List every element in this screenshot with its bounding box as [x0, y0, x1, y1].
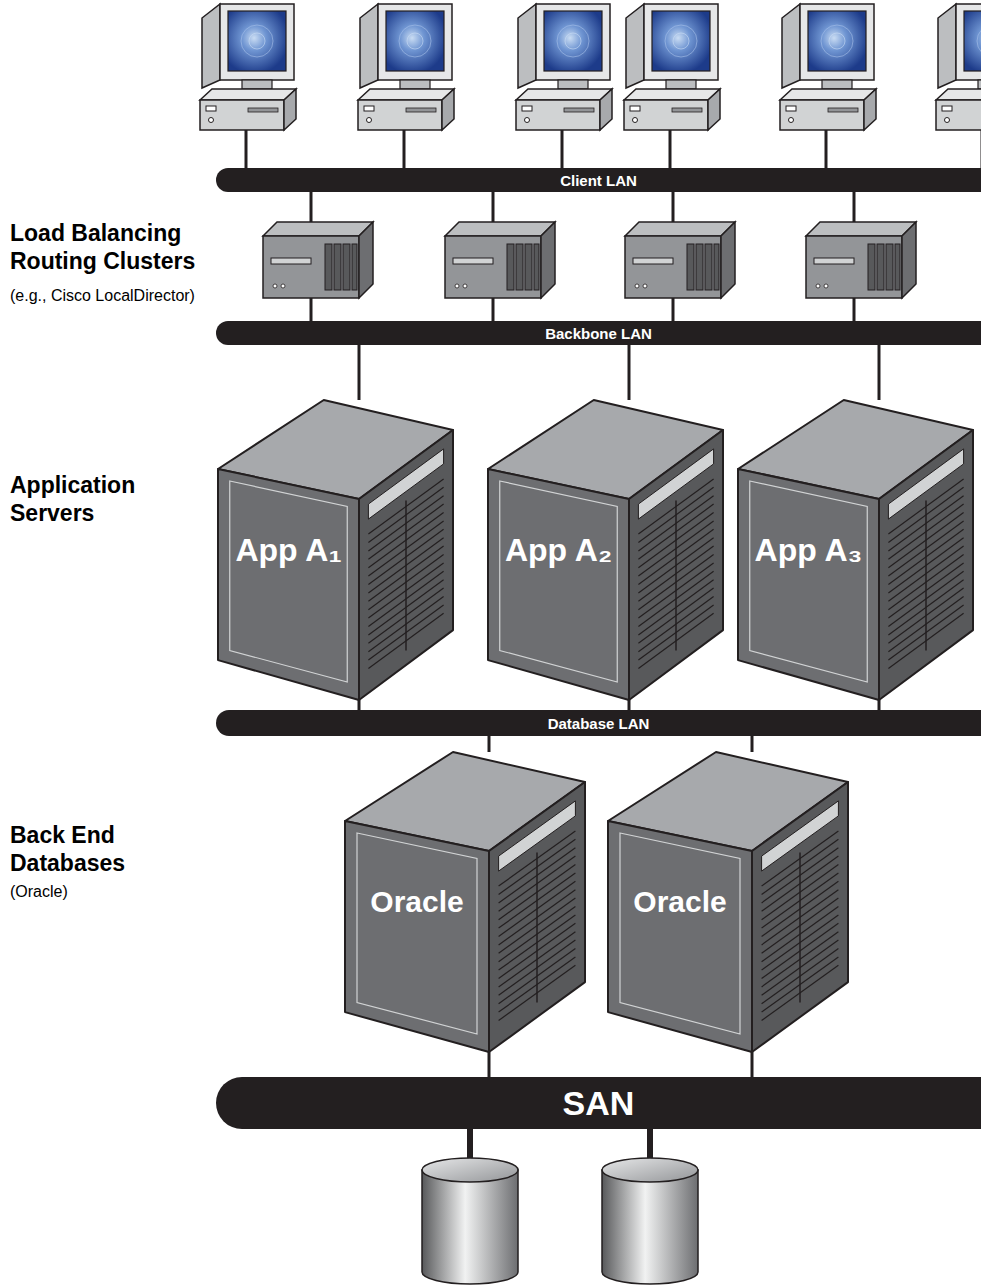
server-cube: App A₃	[738, 400, 973, 700]
tier-label: Back End Databases	[10, 822, 190, 877]
network-link	[878, 345, 881, 400]
tier-label: Application Servers	[10, 472, 200, 527]
server-cube: App A₂	[488, 400, 723, 700]
server-label: App A₃	[755, 532, 863, 569]
server-label: Oracle	[370, 885, 463, 919]
server-label: Oracle	[633, 885, 726, 919]
network-link	[488, 736, 491, 752]
network-link	[628, 700, 631, 710]
network-link	[751, 1052, 754, 1077]
network-label: Backbone LAN	[545, 325, 652, 342]
network-bus: Database LAN	[216, 710, 981, 736]
server-cube: Oracle	[608, 752, 848, 1052]
network-link	[358, 700, 361, 710]
server-label: App A₁	[235, 532, 341, 569]
network-link	[358, 345, 361, 400]
network-label: Database LAN	[548, 715, 650, 732]
tier-label: Load Balancing Routing Clusters	[10, 220, 225, 275]
tier-note: (e.g., Cisco LocalDirector)	[10, 286, 250, 305]
server-label: App A₂	[505, 532, 612, 569]
network-bus: SAN	[216, 1077, 981, 1129]
network-bus: Backbone LAN	[216, 321, 981, 345]
network-bus: Client LAN	[216, 168, 981, 192]
server-cube: Oracle	[345, 752, 585, 1052]
network-link	[751, 736, 754, 752]
network-link	[878, 700, 881, 710]
network-label: Client LAN	[560, 172, 637, 189]
network-link	[488, 1052, 491, 1077]
server-cube: App A₁	[218, 400, 453, 700]
network-link	[628, 345, 631, 400]
network-label: SAN	[563, 1084, 635, 1123]
tier-note: (Oracle)	[10, 882, 190, 901]
